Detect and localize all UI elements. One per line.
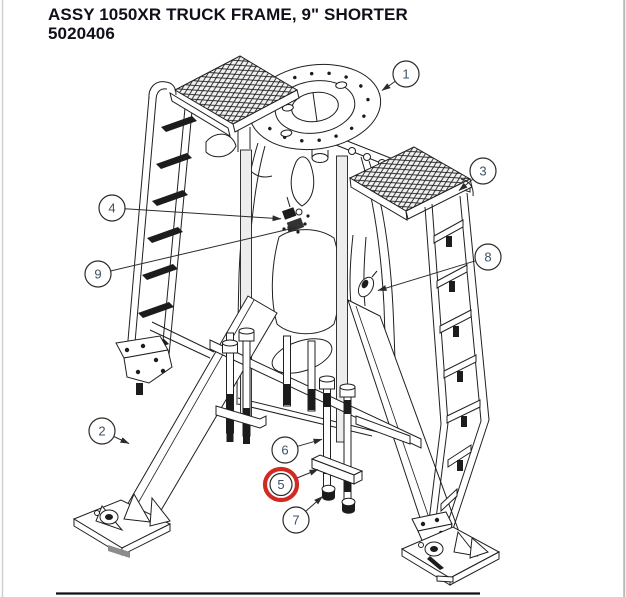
left-ladder <box>126 81 197 356</box>
drawing-title: ASSY 1050XR TRUCK FRAME, 9" SHORTER <box>48 5 408 24</box>
left-step-platform <box>169 55 300 152</box>
callout-8-number: 8 <box>484 250 491 265</box>
right-foot <box>400 526 501 586</box>
hex-nuts <box>321 484 356 514</box>
callout-8[interactable]: 8 <box>377 243 502 291</box>
callout-1-number: 1 <box>402 67 409 82</box>
left-ladder-bracket <box>115 335 173 395</box>
callout-3-number: 3 <box>479 164 486 179</box>
callout-9-number: 9 <box>94 267 101 282</box>
right-ladder <box>411 192 490 546</box>
callout-1[interactable]: 1 <box>381 60 420 91</box>
callout-4[interactable]: 4 <box>98 194 282 222</box>
callout-5-number: 5 <box>277 477 284 492</box>
mounting-bracket <box>310 454 364 485</box>
left-foot <box>72 492 172 558</box>
threaded-rods <box>222 327 356 513</box>
callout-7[interactable]: 7 <box>282 496 323 534</box>
drawing-part-number: 5020406 <box>48 24 115 44</box>
right-post <box>336 155 348 443</box>
callouts: 1 2 3 4 9 <box>84 60 502 534</box>
left-rod-bracket <box>215 405 267 444</box>
title-block: ASSY 1050XR TRUCK FRAME, 9" SHORTER 5020… <box>48 5 408 43</box>
callout-6[interactable]: 6 <box>271 436 323 464</box>
right-ladder-rungs <box>433 219 481 513</box>
callout-9[interactable]: 9 <box>84 226 297 288</box>
callout-5[interactable]: 5 <box>262 466 319 503</box>
callout-7-number: 7 <box>292 513 299 528</box>
callout-3[interactable]: 3 <box>458 157 497 191</box>
hose-clamp-fitting <box>357 270 378 298</box>
left-braces <box>149 321 215 359</box>
callout-2-number: 2 <box>98 424 105 439</box>
right-step-platform <box>348 146 474 221</box>
callout-4-number: 4 <box>108 201 115 216</box>
callout-5-red-highlight <box>262 466 300 503</box>
callout-6-number: 6 <box>281 443 288 458</box>
callout-2[interactable]: 2 <box>88 417 130 445</box>
